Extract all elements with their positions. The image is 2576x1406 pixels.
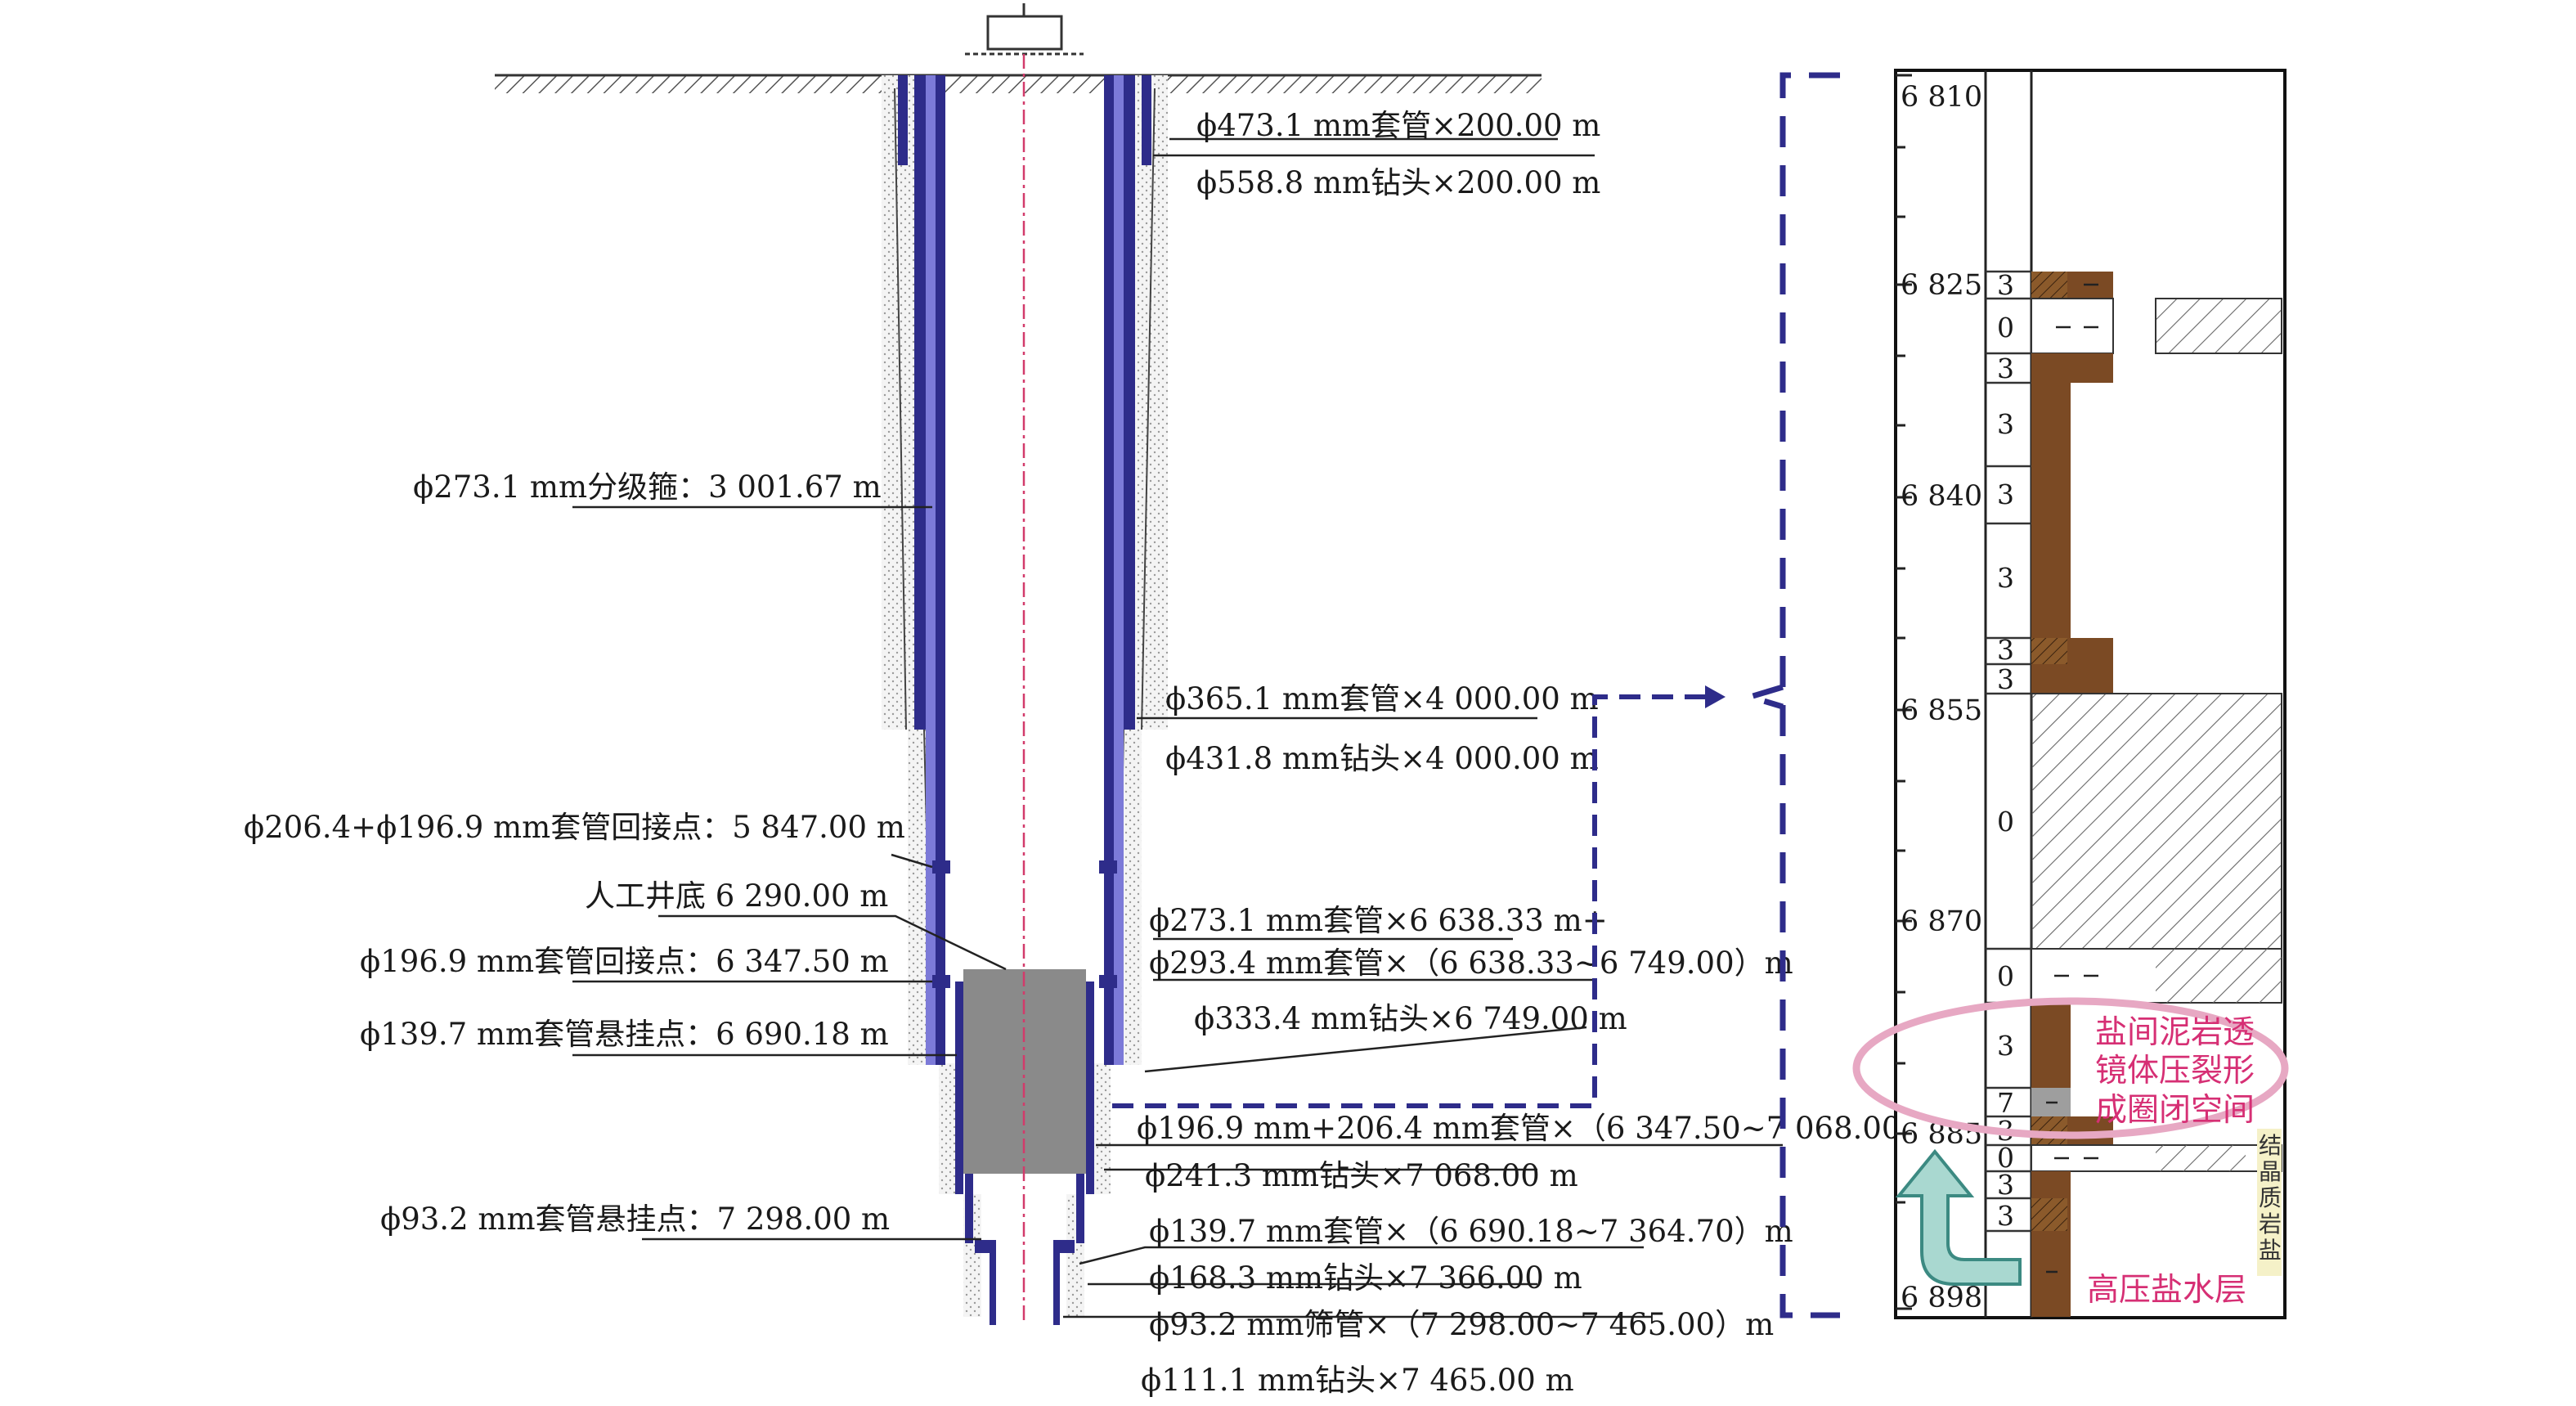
lithology-code: 3	[1997, 1200, 2014, 1232]
side-label-char: 结	[2259, 1132, 2282, 1159]
lithology-code: 3	[1997, 269, 2014, 301]
label-bit-431: ϕ431.8 mm钻头×4 000.00 m	[1165, 741, 1599, 776]
label-casing-365: ϕ365.1 mm套管×4 000.00 m	[1165, 681, 1599, 716]
leader-lines	[572, 137, 1783, 1318]
depth-tick: 6 870	[1901, 905, 1982, 938]
label-casing-273: ϕ273.1 mm套管×6 638.33 m+	[1149, 903, 1608, 938]
ground-surface	[495, 74, 1542, 93]
label-bit-168: ϕ168.3 mm钻头×7 366.00 m	[1149, 1260, 1582, 1296]
lithology-log: 6 810 6 825 6 840 6 855 6 870 6 885 6 89…	[1894, 69, 2287, 1319]
callout-line-2: 镜体压裂形	[2095, 1053, 2255, 1089]
zoom-connector	[1112, 694, 1705, 1108]
lithology-code: 3	[1997, 562, 2014, 594]
side-label-char: 晶	[2259, 1158, 2282, 1185]
lithology-code: 3	[1997, 1169, 2014, 1201]
casing-strings	[898, 75, 1151, 1325]
water-layer-label: 高压盐水层	[2087, 1272, 2246, 1309]
lithology-code: 0	[1997, 960, 2014, 992]
side-label-char: 盐	[2259, 1237, 2282, 1264]
label-bit-111: ϕ111.1 mm钻头×7 465.00 m	[1141, 1363, 1574, 1398]
depth-tick: 6 855	[1901, 694, 1982, 727]
water-inflow-arrow-icon	[1895, 1148, 2022, 1286]
lithology-code: 7	[1997, 1087, 2014, 1119]
depth-tick: 6 898	[1901, 1282, 1982, 1314]
lithology-code: 0	[1997, 312, 2014, 344]
label-casing-196-206: ϕ196.9 mm+206.4 mm套管×（6 347.50~7 068.00）…	[1137, 1111, 1960, 1146]
label-bit-558: ϕ558.8 mm钻头×200.00 m	[1196, 165, 1600, 200]
label-artificial-bottom: 人工井底 6 290.00 m	[585, 878, 888, 914]
callout-ellipse	[1852, 997, 2289, 1139]
label-hanger-139: ϕ139.7 mm套管悬挂点：6 690.18 m	[360, 1017, 889, 1052]
label-casing-473: ϕ473.1 mm套管×200.00 m	[1196, 108, 1600, 143]
side-label-char: 质	[2259, 1184, 2282, 1211]
label-hanger-93: ϕ93.2 mm套管悬挂点：7 298.00 m	[380, 1202, 890, 1237]
lithology-code: 3	[1997, 1030, 2014, 1062]
label-casing-139: ϕ139.7 mm套管×（6 690.18~7 364.70）m	[1149, 1214, 1793, 1249]
callout-line-1: 盐间泥岩透	[2095, 1014, 2255, 1051]
label-casing-293: ϕ293.4 mm套管×（6 638.33~6 749.00）m	[1149, 946, 1793, 981]
label-bit-241: ϕ241.3 mm钻头×7 068.00 m	[1145, 1158, 1578, 1193]
side-label-char: 岩	[2259, 1211, 2282, 1238]
depth-tick: 6 810	[1901, 81, 1982, 114]
zoom-bracket	[1739, 72, 1840, 1318]
lithology-code: 0	[1997, 1142, 2014, 1174]
callout-line-3: 成圈闭空间	[2095, 1092, 2255, 1129]
label-tieback-5847: ϕ206.4+ϕ196.9 mm套管回接点：5 847.00 m	[244, 810, 905, 845]
depth-tick: 6 840	[1901, 480, 1982, 513]
lithology-code: 3	[1997, 634, 2014, 666]
label-screen-93: ϕ93.2 mm筛管×（7 298.00~7 465.00）m	[1149, 1307, 1774, 1342]
connector-arrowhead	[1705, 685, 1726, 708]
lithology-code: 3	[1997, 408, 2014, 440]
lithology-code: 3	[1997, 353, 2014, 384]
label-stage-collar: ϕ273.1 mm分级箍：3 001.67 m	[413, 469, 882, 505]
depth-tick: 6 825	[1901, 269, 1982, 302]
lithology-code: 3	[1997, 663, 2014, 695]
label-bit-333: ϕ333.4 mm钻头×6 749.00 m	[1194, 1001, 1627, 1036]
lithology-code: 3	[1997, 478, 2014, 510]
label-tieback-6347: ϕ196.9 mm套管回接点：6 347.50 m	[360, 944, 889, 979]
lithology-code: 0	[1997, 806, 2014, 838]
wellhead-icon	[965, 3, 1084, 56]
